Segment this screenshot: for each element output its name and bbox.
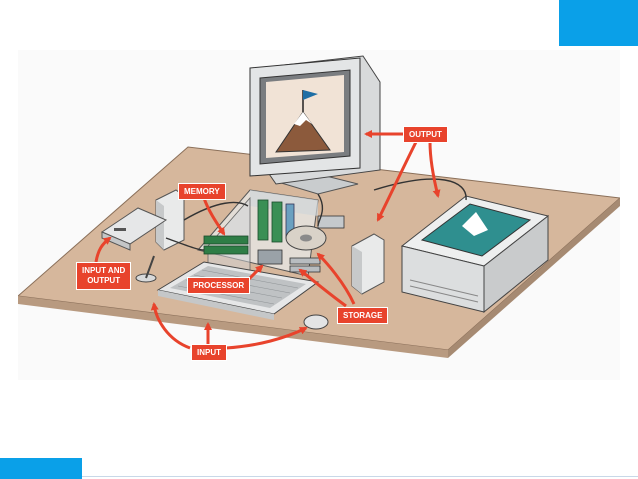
printer bbox=[400, 195, 550, 314]
label-storage: STORAGE bbox=[337, 307, 389, 324]
cables bbox=[165, 178, 467, 251]
label-output: OUTPUT bbox=[403, 126, 448, 143]
label-input-and-output-line2: OUTPUT bbox=[87, 276, 121, 285]
bottom-rule bbox=[82, 476, 638, 477]
bottom-left-accent-box bbox=[0, 458, 82, 479]
pointer-arrows bbox=[94, 130, 441, 350]
label-processor: PROCESSOR bbox=[187, 277, 251, 294]
right-speaker bbox=[351, 233, 385, 295]
external-drive bbox=[100, 207, 168, 251]
mouse bbox=[303, 314, 329, 330]
label-memory: MEMORY bbox=[178, 183, 226, 200]
label-input-and-output: INPUT AND OUTPUT bbox=[76, 262, 132, 290]
computer-system-illustration bbox=[16, 50, 622, 380]
label-input: INPUT bbox=[191, 344, 227, 361]
system-unit bbox=[197, 189, 345, 277]
illustration-svg bbox=[16, 55, 622, 358]
top-right-accent-box bbox=[559, 0, 638, 46]
label-input-and-output-line1: INPUT AND bbox=[82, 266, 126, 275]
microphone bbox=[135, 255, 157, 283]
left-speaker bbox=[155, 189, 185, 251]
mountain-flag-image bbox=[275, 90, 331, 153]
monitor bbox=[249, 55, 381, 195]
